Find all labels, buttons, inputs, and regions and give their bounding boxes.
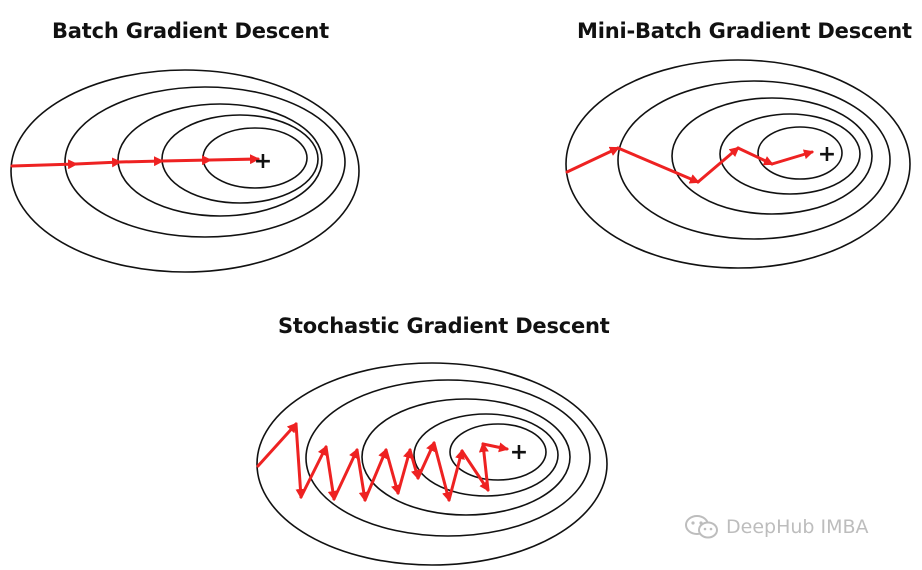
contour-inner: [449, 423, 547, 481]
contour-outer: [10, 69, 360, 273]
contour-3: [671, 97, 873, 215]
contour-2: [617, 80, 891, 240]
stochastic-gd-path: [256, 422, 509, 502]
watermark-text: DeepHub IMBA: [726, 516, 869, 538]
contour-4: [719, 113, 861, 195]
contour-2: [64, 86, 346, 238]
watermark: DeepHub IMBA: [684, 514, 869, 540]
contour-outer: [256, 362, 608, 566]
stochastic-gd-title: Stochastic Gradient Descent: [278, 314, 610, 338]
minibatch-gd-title: Mini-Batch Gradient Descent: [577, 19, 912, 43]
contour-outer: [565, 59, 911, 269]
batch-gd-path: [10, 154, 260, 170]
contour-2: [305, 379, 591, 537]
minibatch-gd-path: [565, 146, 814, 184]
minibatch-gd-diagram: [565, 59, 911, 269]
minibatch-optimum-marker: +: [818, 142, 836, 167]
wechat-icon: [685, 515, 718, 539]
stochastic-optimum-marker: +: [510, 440, 528, 465]
contour-4: [413, 413, 559, 497]
batch-gd-title: Batch Gradient Descent: [52, 19, 329, 43]
contour-3: [361, 398, 571, 516]
batch-gd-diagram: [10, 69, 360, 273]
batch-optimum-marker: +: [254, 149, 272, 174]
contour-inner: [757, 126, 843, 180]
stochastic-gd-diagram: [256, 362, 608, 566]
